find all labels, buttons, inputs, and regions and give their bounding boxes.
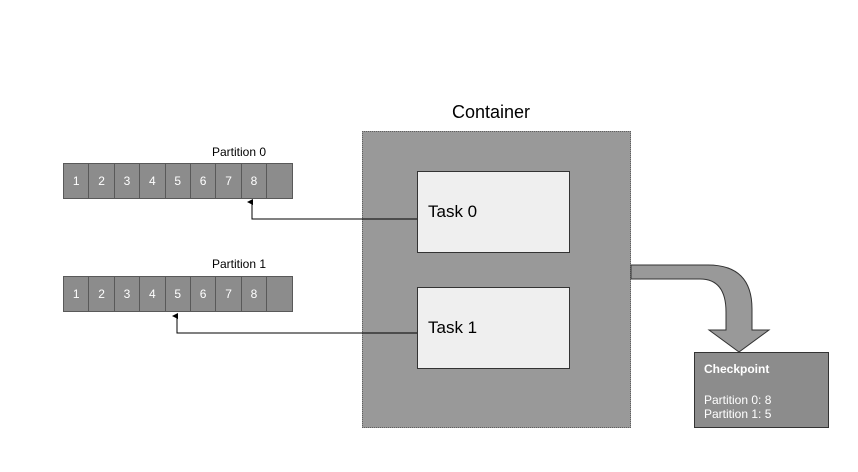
partition-1-cell: 7: [216, 276, 242, 312]
partition-1-cell: 2: [89, 276, 115, 312]
partition-1-cell: 6: [190, 276, 217, 312]
partition-1-cell: 1: [64, 276, 90, 312]
task-0-pointer-arrow: [247, 199, 417, 220]
partition-0-cell: 4: [140, 163, 166, 199]
checkpoint-box: Checkpoint Partition 0: 8 Partition 1: 5: [694, 352, 829, 428]
task-1-box: Task 1: [417, 287, 570, 369]
checkpoint-arrow: [630, 264, 771, 353]
partition-0-cell: 2: [89, 163, 115, 199]
partition-0-cell: 5: [165, 163, 191, 199]
partition-0-label: Partition 0: [212, 145, 267, 159]
partition-0-cell: 1: [64, 163, 90, 199]
partition-0-cell: [267, 163, 293, 199]
task-0-label: Task 0: [428, 202, 478, 221]
partition-0-cell: 6: [190, 163, 217, 199]
partition-0-cell: 3: [114, 163, 141, 199]
checkpoint-title: Checkpoint: [704, 362, 770, 376]
partition-1-label: Partition 1: [212, 257, 267, 271]
task-0-box: Task 0: [417, 171, 570, 253]
task-1-pointer-arrow: [172, 313, 417, 334]
checkpoint-line-1: Partition 1: 5: [704, 407, 772, 421]
partition-0-cell: 7: [216, 163, 242, 199]
partition-1-cell: [267, 276, 293, 312]
partition-1-cell: 8: [241, 276, 268, 312]
partition-0-cell: 8: [241, 163, 268, 199]
checkpoint-line-0: Partition 0: 8: [704, 393, 772, 407]
partition-1-cell: 5: [165, 276, 191, 312]
partition-1-cell: 3: [114, 276, 141, 312]
partition-1-cell: 4: [140, 276, 166, 312]
task-1-label: Task 1: [428, 318, 478, 337]
container-title: Container: [452, 102, 531, 122]
